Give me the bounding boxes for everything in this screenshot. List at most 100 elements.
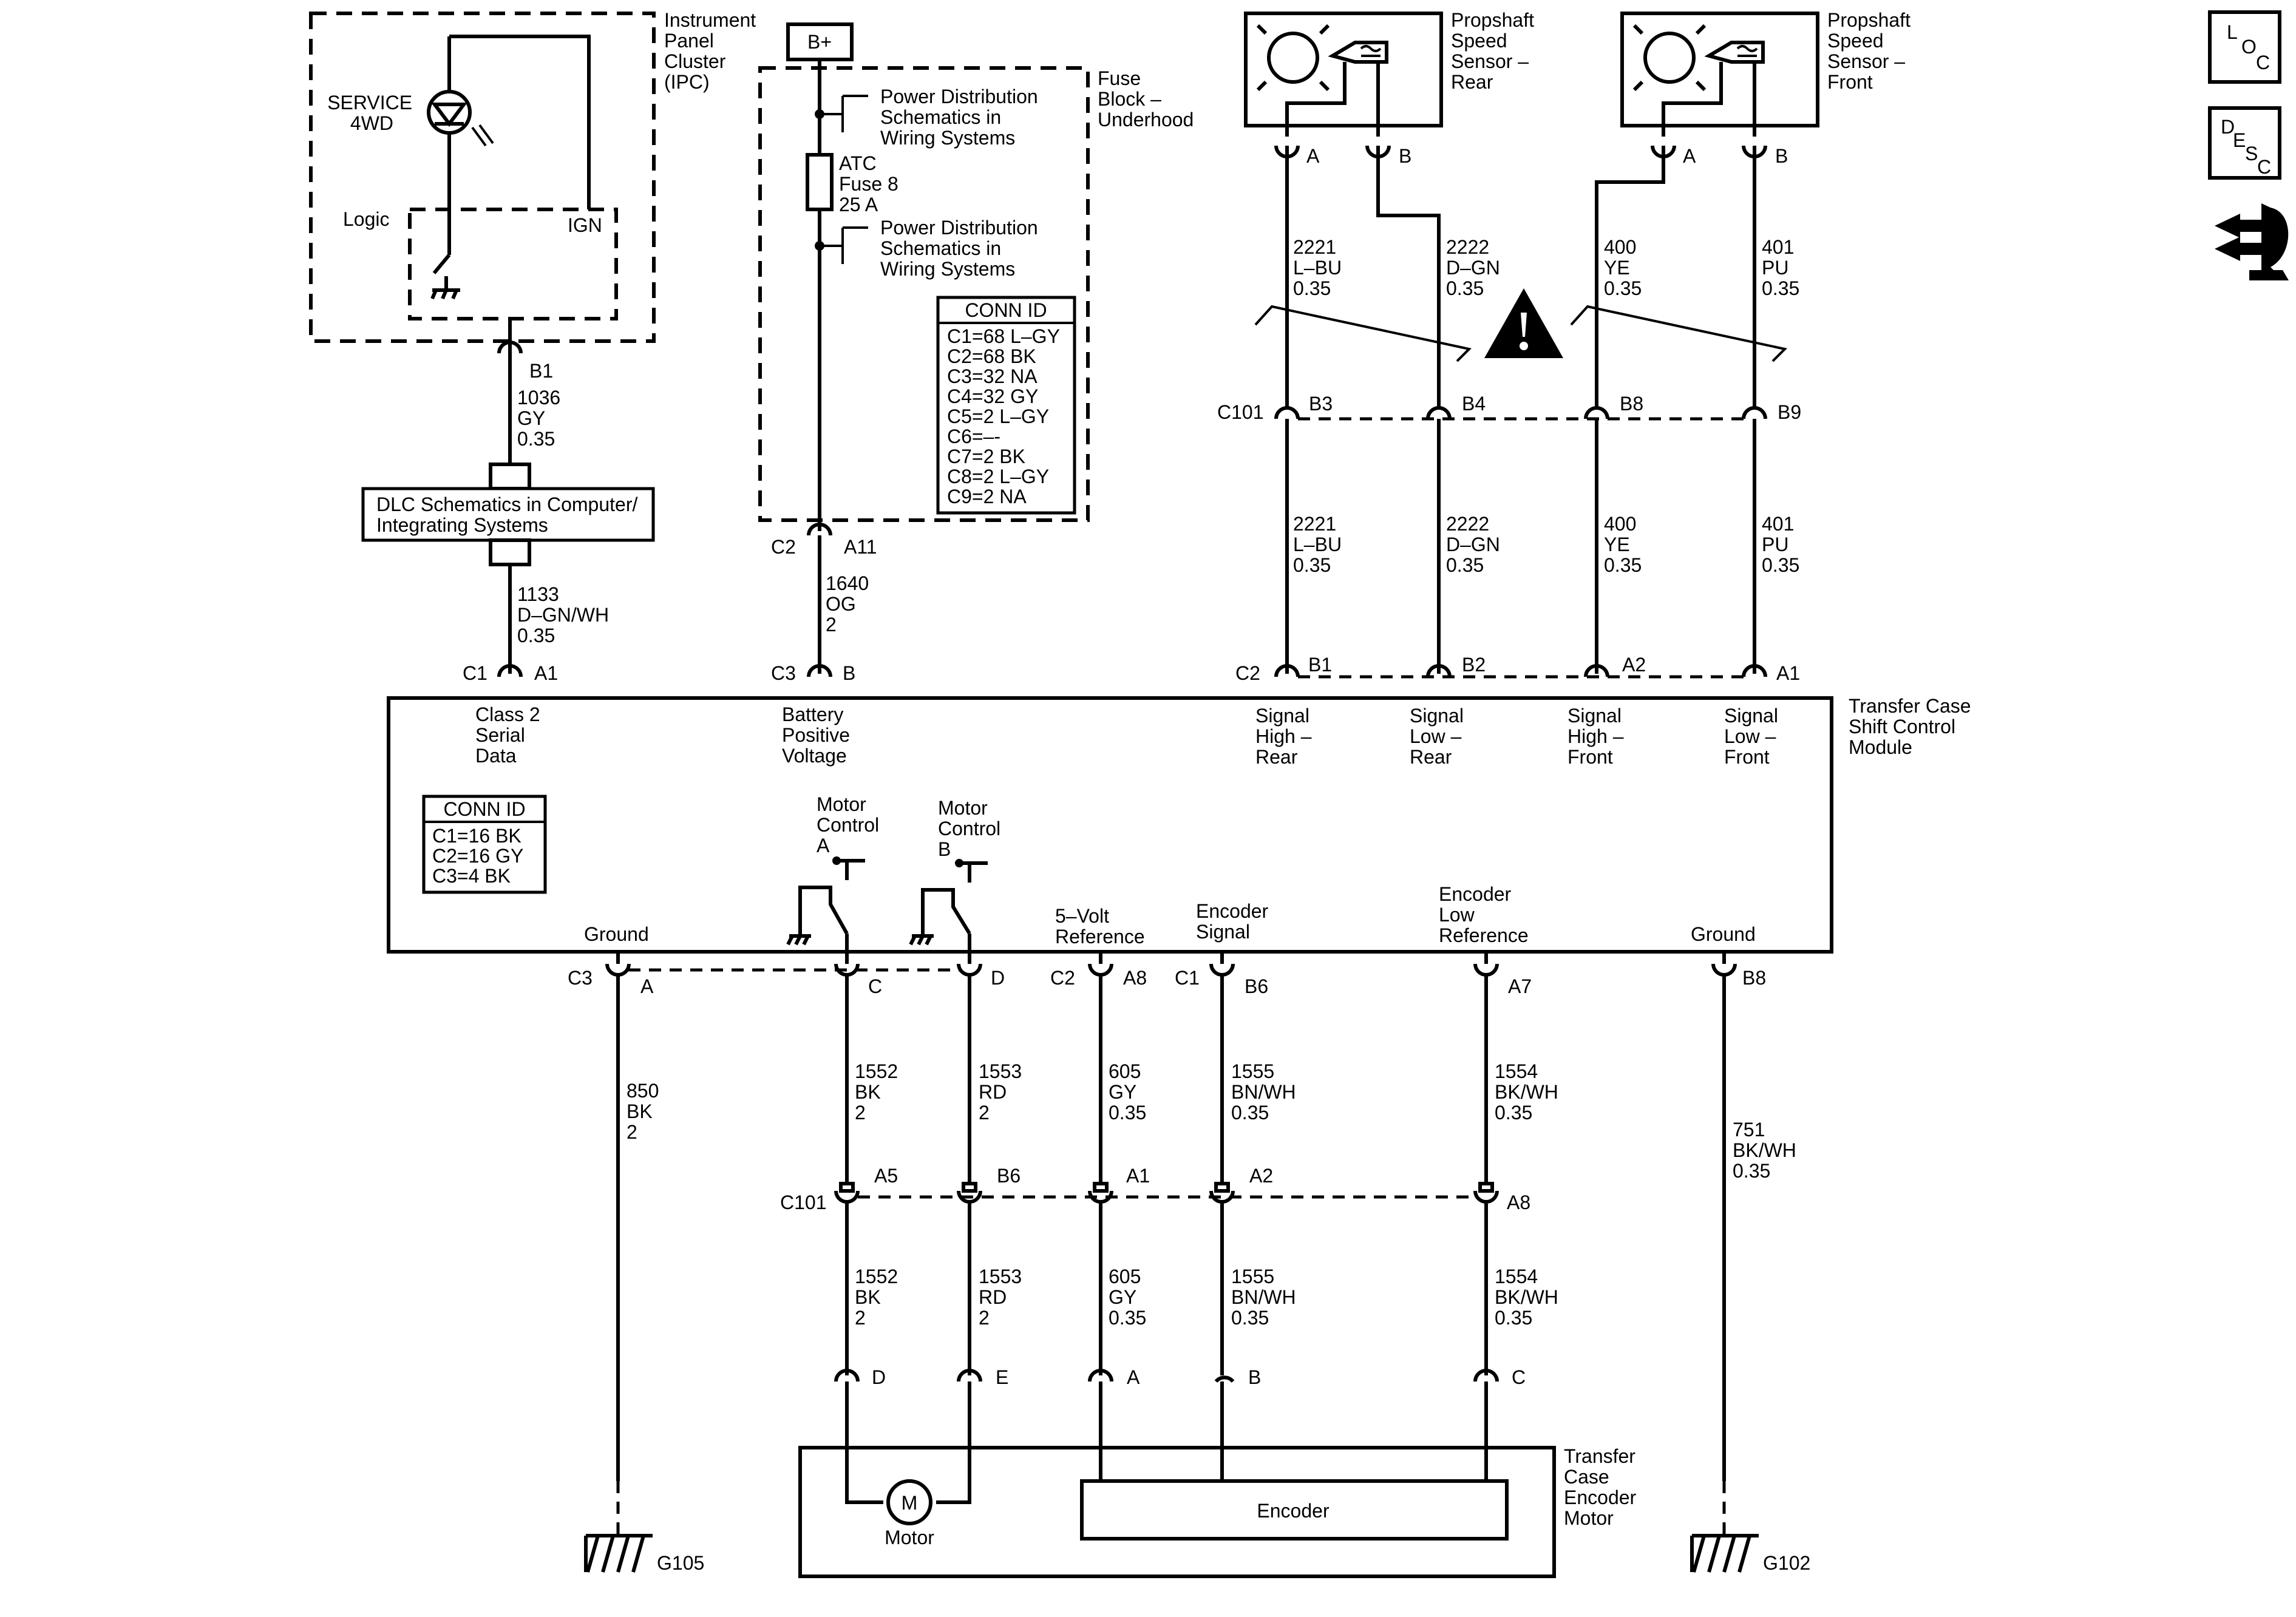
ground-g105: G105	[584, 1534, 704, 1574]
sensor-front-title: Propshaft Speed Sensor – Front	[1827, 9, 1916, 93]
svg-text:C1=68 L–GY C2=68 BK: C1=68 L–GY C2=68 BK C3=32 NA C4=32 GY C5…	[947, 325, 1065, 507]
wire-front-a-lower-label: 400 YE 0.35	[1604, 513, 1642, 576]
5v-reference-label: 5–Volt Reference	[1055, 905, 1145, 947]
tccm-bottom-connectors: C3 A C D C2 A8 C1 B6 A7 B8	[568, 952, 1766, 997]
desc-icon: D E S C	[2221, 116, 2271, 178]
desc-button[interactable]: D E S C	[2208, 106, 2281, 180]
instrument-panel-cluster: Instrument Panel Cluster (IPC) SERVICE 4…	[309, 9, 756, 464]
wire-front-a-upper-label: 400 YE 0.35	[1604, 236, 1642, 299]
ipc-b1-connector-icon	[497, 341, 523, 354]
fuse-block-dashed-boundary	[758, 66, 1090, 522]
wire-ref-lower-label: 605 GY 0.35	[1109, 1266, 1146, 1329]
motor-pin-b: B	[1248, 1366, 1261, 1388]
tccm-pin-a7: A7	[1508, 975, 1532, 997]
encoder-motor-connectors: D E A B C	[834, 1366, 1526, 1388]
tccm-title: Transfer Case Shift Control Module	[1849, 695, 1976, 758]
fuse-8-label: ATC Fuse 8 25 A	[839, 152, 904, 215]
signal-low-front-label: Signal Low – Front	[1724, 705, 1784, 768]
tccm-pin-a1-front: A1	[1776, 662, 1800, 684]
encoder-motor-title: Transfer Case Encoder Motor	[1564, 1445, 1642, 1529]
fuse-conn-c2: C2	[771, 536, 796, 558]
c101-lower-pin-a8: A8	[1507, 1192, 1530, 1213]
tccm-pin-b6: B6	[1245, 975, 1268, 997]
c101-upper-pin-b3: B3	[1309, 393, 1333, 415]
ipc-dashed-boundary	[309, 12, 656, 343]
fuse-block-title: Fuse Block – Underhood	[1098, 67, 1194, 131]
sensor-front-pin-a: A	[1683, 145, 1696, 167]
motor-pin-c: C	[1512, 1366, 1526, 1388]
ground-g102-label: G102	[1763, 1552, 1810, 1574]
wire-motor-c-upper-label: 1552 BK 2	[855, 1060, 903, 1124]
fuse-pin-a11: A11	[844, 536, 877, 558]
encoder-box	[1080, 1479, 1509, 1541]
tccm-pin-a1-serial: A1	[534, 662, 558, 684]
motor-control-a-switch-icon	[786, 856, 865, 946]
ground-right-label: Ground	[1691, 923, 1756, 945]
ground-g102: G102	[1690, 1534, 1810, 1574]
wire-front-b-upper-label: 401 PU 0.35	[1762, 236, 1799, 299]
wire-motor-d-lower-label: 1553 RD 2	[979, 1266, 1027, 1329]
motor-m-icon	[886, 1479, 932, 1525]
fuse-block-conn-id-table: CONN ID C1=68 L–GY C2=68 BK C3=32 NA C4=…	[936, 296, 1076, 515]
dlc-reference: DLC Schematics in Computer/ Integrating …	[361, 463, 655, 566]
tccm-conn-c2: C2	[1235, 662, 1260, 684]
tccm-pin-b2: B2	[1462, 654, 1486, 676]
sensor-front-pin-b: B	[1775, 145, 1788, 167]
connector-plug-icon[interactable]	[2215, 203, 2289, 280]
motor-control-b-switch-icon	[909, 859, 988, 946]
warning-triangle-icon	[1484, 288, 1563, 358]
c101-upper-pin-b8: B8	[1620, 393, 1643, 415]
motor-control-a-label: Motor Control A	[817, 793, 885, 856]
tccm-pin-a8: A8	[1123, 967, 1147, 989]
signal-high-rear-label: Signal High – Rear	[1255, 705, 1317, 768]
wire-front-b-lower-label: 401 PU 0.35	[1762, 513, 1799, 576]
wire-ref-upper-label: 605 GY 0.35	[1109, 1060, 1146, 1124]
wire-dlc-tccm-label: 1133 D–GN/WH 0.35	[517, 583, 614, 646]
class2-serial-data-label: Class 2 Serial Data	[475, 703, 546, 767]
c101-lower-conn: C101	[780, 1192, 827, 1213]
tccm-pin-c: C	[868, 975, 882, 997]
logic-switch-icon	[432, 254, 451, 274]
fuse-block-underhood: B+ Fuse Block – Underhood Power Distribu…	[758, 22, 1194, 558]
signal-low-rear-label: Signal Low – Rear	[1410, 705, 1469, 768]
motor-pin-e: E	[996, 1366, 1008, 1388]
tccm-conn-c2-bottom: C2	[1050, 967, 1075, 989]
wire-motor-c-lower-label: 1552 BK 2	[855, 1266, 903, 1329]
speed-sensor-front-icon	[1632, 24, 1765, 92]
sensor-rear-pin-b: B	[1399, 145, 1411, 167]
ground-left-label: Ground	[584, 923, 649, 945]
motor-pin-a: A	[1127, 1366, 1140, 1388]
fuse-c2-a11-connector-icon	[807, 523, 832, 536]
c101-lower-connector: C101 A5 B6 A1 A2 A8	[780, 1165, 1530, 1213]
atc-fuse-8-icon	[806, 153, 834, 211]
wire-enc-low-lower-label: 1554 BK/WH 0.35	[1495, 1266, 1564, 1329]
tccm-conn-c1: C1	[463, 662, 487, 684]
wire-enc-sig-upper-label: 1555 BN/WH 0.35	[1231, 1060, 1302, 1124]
dlc-reference-label: DLC Schematics in Computer/ Integrating …	[376, 493, 643, 536]
c101-lower-pin-b6: B6	[997, 1165, 1021, 1187]
tccm-pin-b1: B1	[1308, 654, 1332, 676]
sensor-rear-title: Propshaft Speed Sensor – Rear	[1451, 9, 1540, 93]
c101-upper-conn: C101	[1217, 401, 1264, 423]
logic-label: Logic	[343, 208, 390, 230]
wire-rear-b-upper-label: 2222 D–GN 0.35	[1446, 236, 1506, 299]
loc-icon: L O C	[2227, 21, 2270, 73]
tccm-conn-c1-bottom: C1	[1175, 967, 1200, 989]
transfer-case-shift-control-module: Transfer Case Shift Control Module Class…	[387, 695, 1976, 954]
c101-lower-pin-a5: A5	[874, 1165, 898, 1187]
wire-ground-b8-label: 751 BK/WH 0.35	[1733, 1119, 1802, 1182]
loc-button[interactable]: L O C	[2208, 10, 2281, 84]
c101-upper-pin-b9: B9	[1778, 401, 1801, 423]
service-4wd-lamp-icon	[427, 90, 494, 147]
motor-symbol: M	[902, 1492, 918, 1514]
c101-lower-pin-a1: A1	[1126, 1165, 1150, 1187]
svg-text:CONN ID: CONN ID	[443, 798, 525, 820]
tccm-pin-d: D	[991, 967, 1005, 989]
encoder-signal-label: Encoder Signal	[1196, 900, 1274, 943]
transfer-case-encoder-motor: M Motor Encoder Transfer Case Encoder Mo…	[798, 1445, 1642, 1578]
signal-high-front-label: Signal High – Front	[1567, 705, 1629, 768]
propshaft-sensor-front: Propshaft Speed Sensor – Front A B	[1620, 9, 1916, 167]
ipc-pin-b1: B1	[529, 360, 553, 382]
wire-battery-label: 1640 OG 2	[826, 572, 874, 636]
motor-label: Motor	[885, 1527, 934, 1548]
